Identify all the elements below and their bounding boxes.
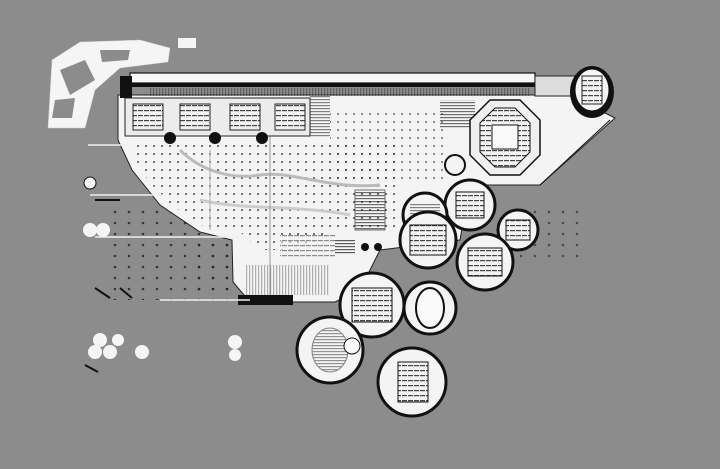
- scattered-circles: [83, 176, 242, 361]
- edge-line: [539, 119, 611, 186]
- oval-tower: [570, 66, 614, 118]
- radial-lines: [84, 144, 250, 373]
- arena-octagon: [469, 99, 541, 176]
- urban-blocks: [47, 38, 196, 129]
- top-linear-building: [120, 72, 576, 98]
- ring-small: [444, 154, 466, 176]
- terraces: [238, 189, 386, 305]
- stadium-cluster: [295, 178, 540, 418]
- building-row: [124, 96, 475, 144]
